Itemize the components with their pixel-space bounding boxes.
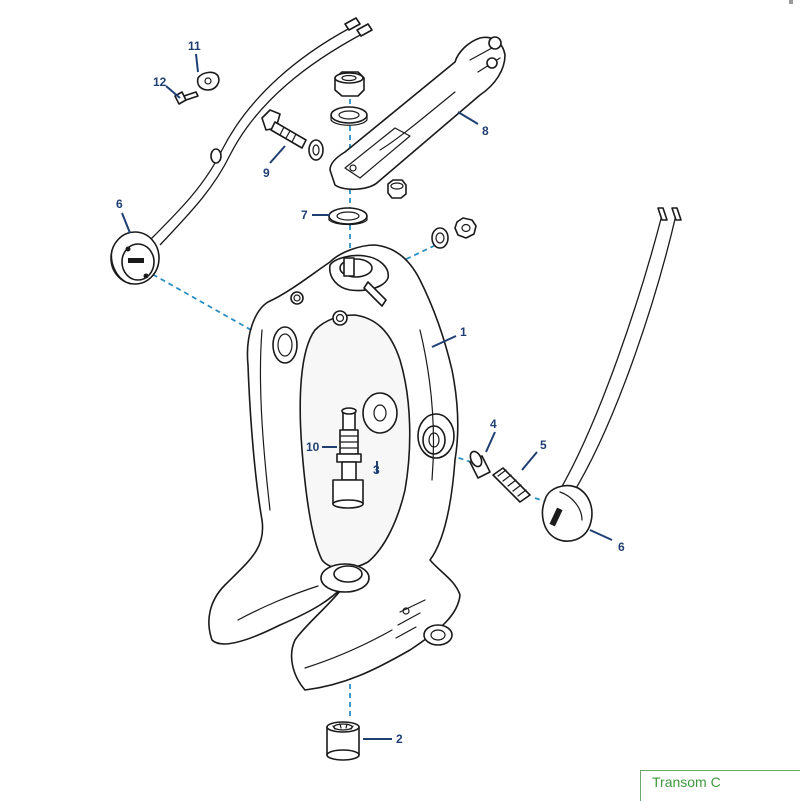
callout-10: 10 (306, 440, 320, 454)
callout-6-right: 6 (618, 540, 625, 554)
seal-washer-7 (328, 207, 368, 226)
corner-mark (789, 0, 793, 4)
callout-8: 8 (482, 124, 489, 138)
caption-frame (640, 770, 800, 801)
bolt-washer (308, 139, 324, 161)
bushing (469, 450, 491, 479)
callout-7: 7 (301, 208, 308, 222)
side-nut (454, 217, 477, 239)
callout-12: 12 (153, 75, 167, 89)
pivot-bolt (261, 109, 307, 149)
callout-1: 1 (460, 325, 467, 339)
top-washer (330, 106, 368, 126)
callout-4: 4 (490, 417, 497, 431)
caption-text: Transom C (652, 774, 721, 790)
bearing (326, 721, 360, 761)
callout-2: 2 (396, 732, 403, 746)
clamp-screw (174, 91, 199, 105)
leader-lines (121, 53, 613, 740)
callout-9: 9 (263, 166, 270, 180)
callout-6-left: 6 (116, 197, 123, 211)
wire-clamp (196, 71, 220, 91)
swivel-shaft (332, 407, 364, 509)
top-nut (334, 71, 365, 97)
side-washer (431, 227, 449, 249)
trim-sender-right (541, 207, 682, 542)
steering-arm (329, 36, 506, 191)
arm-nut (387, 179, 407, 199)
callout-numbers: 1 2 3 4 5 6 6 7 8 9 10 11 12 (116, 39, 625, 746)
trim-sender-left (110, 17, 373, 285)
callout-11: 11 (188, 39, 201, 53)
gimbal-ring (208, 244, 461, 691)
pin (492, 467, 531, 503)
callout-5: 5 (540, 438, 547, 452)
callout-3: 3 (373, 463, 380, 477)
